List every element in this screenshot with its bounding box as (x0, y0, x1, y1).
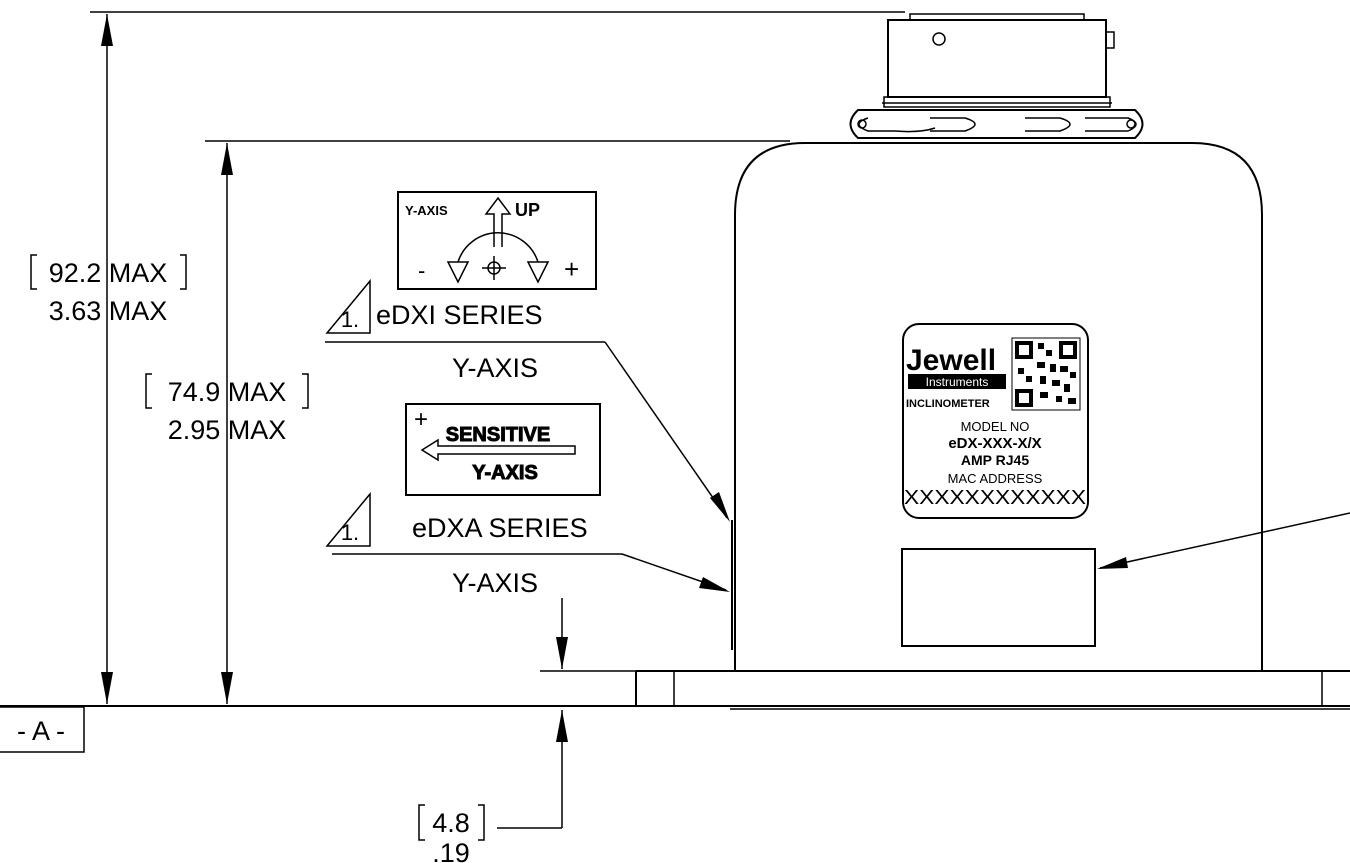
sensitive-y-axis-symbol: + SENSITIVE Y-AXIS (405, 403, 601, 496)
nameplate: Jewell Instruments INCLINOMETER MODEL NO… (902, 323, 1089, 519)
edxi-symbol-up: UP (515, 200, 540, 220)
edxa-series: eDXA SERIES (412, 513, 588, 543)
qr-code-icon (1011, 337, 1081, 411)
base-thickness-metric: 4.8 (432, 808, 470, 838)
y-axis-rotation-symbol: Y-AXIS UP - + (397, 191, 597, 290)
edxi-series: eDXI SERIES (376, 300, 543, 330)
edxi-symbol-axis-label: Y-AXIS (405, 203, 448, 218)
edxi-note-number: 1. (341, 307, 359, 332)
datum-label: - A - (17, 716, 65, 746)
edxa-symbol-bottom: Y-AXIS (472, 462, 538, 484)
dimension-base-thickness: 4.8 .19 (418, 598, 636, 863)
dimension-overall-height: 92.2 MAX 3.63 MAX (30, 11, 905, 704)
body-height-metric: 74.9 MAX (168, 377, 287, 407)
edxa-symbol-top: SENSITIVE (446, 424, 550, 446)
base-thickness-imperial: .19 (432, 838, 470, 863)
connector (849, 13, 1144, 139)
overall-height-metric: 92.2 MAX (49, 258, 168, 288)
edxi-callout: Y-AXIS UP - + 1. eDXI SERIES Y-AXIS (325, 191, 730, 522)
body-height-imperial: 2.95 MAX (168, 415, 287, 445)
nameplate-model-label: MODEL NO (961, 419, 1030, 434)
nameplate-model: eDX-XXX-X/X (948, 435, 1041, 452)
nameplate-mac: XXXXXXXXXXXX (904, 487, 1086, 509)
edxi-symbol-minus: - (418, 258, 425, 283)
edxa-symbol-plus: + (414, 406, 428, 433)
nameplate-connector: AMP RJ45 (961, 452, 1029, 468)
label-pocket (901, 512, 1350, 647)
overall-height-imperial: 3.63 MAX (49, 296, 168, 326)
dimension-body-height: 74.9 MAX 2.95 MAX (145, 140, 790, 704)
edxi-symbol-plus: + (564, 254, 579, 284)
edxa-callout: + SENSITIVE Y-AXIS 1. eDXA SERIES Y-AXIS (325, 403, 730, 598)
edxa-note-number: 1. (341, 520, 359, 545)
edxa-axis: Y-AXIS (452, 568, 538, 598)
nameplate-mac-label: MAC ADDRESS (948, 471, 1043, 486)
nameplate-brand: Jewell (906, 344, 996, 377)
nameplate-sub-brand: Instruments (926, 375, 989, 389)
sensor-body (635, 142, 1350, 710)
datum-a: - A - (0, 705, 735, 753)
edxi-axis: Y-AXIS (452, 353, 538, 383)
nameplate-product: INCLINOMETER (906, 398, 990, 410)
